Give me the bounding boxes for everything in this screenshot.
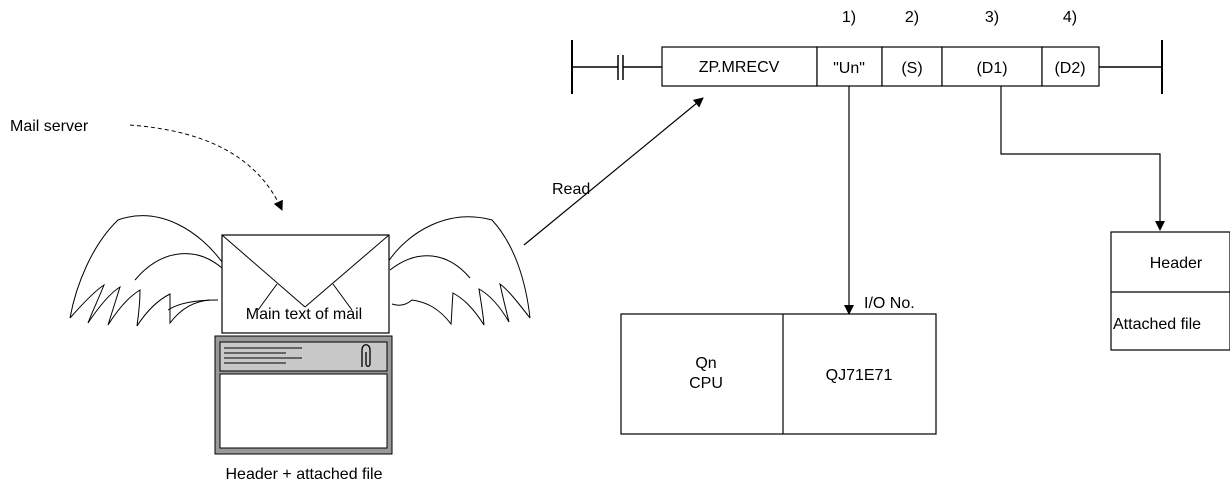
contact-icon <box>617 55 624 80</box>
operand-number-2: 2) <box>905 9 919 26</box>
header-attached-label: Header + attached file <box>226 466 383 483</box>
attached-file-label: Attached file <box>1113 316 1201 333</box>
cpu-label-line1: Qn <box>695 355 716 372</box>
right-wing-icon <box>387 216 531 326</box>
mail-server-arrow <box>129 124 283 211</box>
d1-arrow <box>1000 86 1165 231</box>
envelope-icon: Main text of mail <box>221 234 390 334</box>
operand-number-1: 1) <box>842 9 856 26</box>
operand-number-3: 3) <box>985 9 999 26</box>
instruction-block: ZP.MRECV "Un" (S) (D1) (D2) 1) 2) 3) 4) <box>661 9 1100 87</box>
operand-d2: (D2) <box>1054 60 1085 77</box>
attached-file-icon <box>214 335 393 455</box>
header-label: Header <box>1150 255 1203 272</box>
ladder-rung <box>571 40 1163 94</box>
read-arrow <box>523 97 704 246</box>
operand-d1: (D1) <box>976 60 1007 77</box>
operand-un: "Un" <box>833 60 865 77</box>
d1-storage-box: Header Attached file <box>1110 231 1230 351</box>
read-label: Read <box>552 181 590 198</box>
module-label: QJ71E71 <box>826 367 893 384</box>
cpu-module-box: Qn CPU QJ71E71 <box>620 313 937 435</box>
operand-number-4: 4) <box>1063 9 1077 26</box>
paperclip-icon <box>361 344 371 367</box>
cpu-label-line2: CPU <box>689 375 723 392</box>
main-text-label: Main text of mail <box>246 306 362 323</box>
left-wing-icon <box>69 215 223 327</box>
io-no-label: I/O No. <box>864 295 915 312</box>
mail-server-label: Mail server <box>10 118 89 135</box>
operand-s: (S) <box>901 60 922 77</box>
instruction-name: ZP.MRECV <box>699 59 780 76</box>
